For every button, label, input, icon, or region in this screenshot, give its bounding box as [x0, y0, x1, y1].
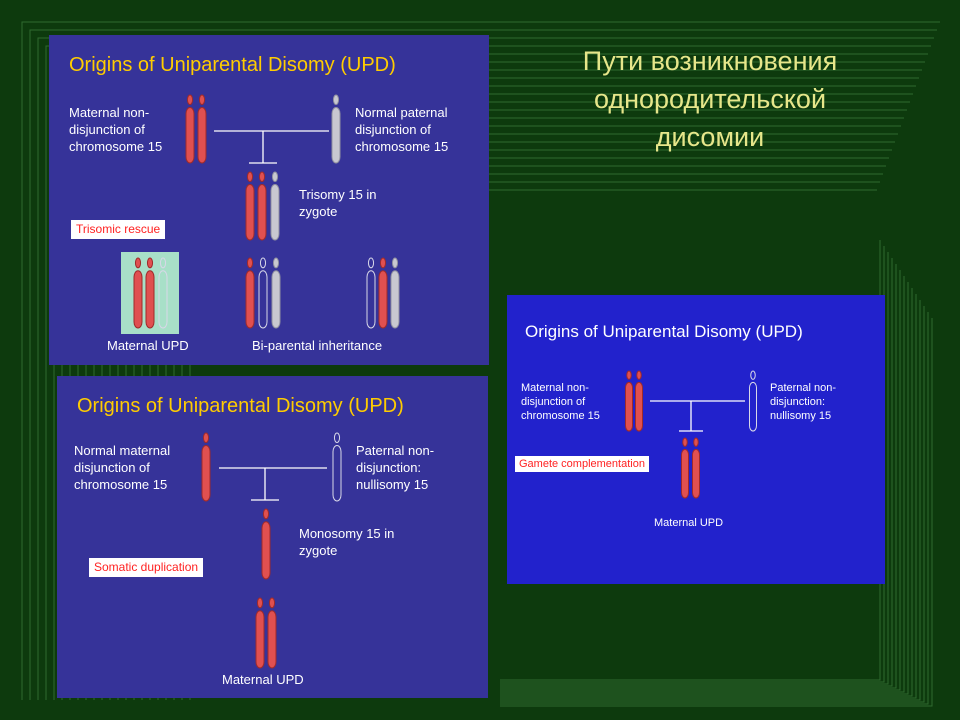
label-line: nullisomy 15 [770, 410, 832, 422]
paternal-chromosome [271, 257, 281, 329]
trisomic-rescue-diagram [133, 94, 400, 329]
maternal-chromosome [635, 370, 643, 432]
maternal-chromosome [133, 257, 143, 329]
label-line: disjunction of [355, 122, 431, 137]
empty-chromosome [366, 257, 376, 329]
empty-chromosome [749, 370, 757, 432]
maternal-chromosome [255, 597, 265, 669]
zygote-label: Monosomy 15 in zygote [299, 525, 394, 559]
label-line: Normal maternal [74, 443, 171, 458]
trisomic-rescue-tag: Trisomic rescue [71, 220, 166, 239]
background-line [500, 312, 929, 705]
background-line [29, 29, 937, 700]
outcome-maternal-upd: Maternal UPD [222, 672, 304, 687]
background-line [500, 252, 889, 685]
maternal-chromosome [378, 257, 388, 329]
label-line: Normal paternal [355, 105, 448, 120]
paternal-label: Normal paternal disjunction of chromosom… [355, 104, 448, 155]
panel-title: Origins of Uniparental Disomy (UPD) [77, 395, 404, 417]
background-line [500, 270, 901, 691]
panel-somatic-duplication: Origins of Uniparental Disomy (UPD) Norm… [57, 376, 488, 698]
slide-title-line-2: однородительской [593, 84, 827, 114]
panel-title: Origins of Uniparental Disomy (UPD) [525, 322, 803, 341]
label-line: chromosome 15 [74, 477, 168, 492]
background-line [500, 300, 921, 701]
background-line [21, 21, 940, 700]
maternal-label: Normal maternal disjunction of chromosom… [74, 442, 170, 493]
maternal-chromosome [245, 257, 255, 329]
label-line: Trisomy 15 in [299, 187, 377, 202]
paternal-label: Paternal non- disjunction: nullisomy 15 [356, 442, 434, 493]
zygote-label: Trisomy 15 in zygote [299, 186, 377, 220]
maternal-chromosome [197, 94, 207, 164]
background-line [45, 45, 931, 700]
panel-gamete-complementation: Origins of Uniparental Disomy (UPD) Mate… [507, 295, 885, 584]
maternal-chromosome [185, 94, 195, 164]
slide-title: Пути возникновения однородительской дисо… [520, 42, 900, 156]
label-line: disjunction of [521, 396, 586, 408]
maternal-chromosome [692, 437, 700, 499]
background-line [500, 258, 893, 687]
background-line [500, 282, 909, 695]
label-line: Paternal non- [770, 382, 837, 394]
maternal-chromosome [201, 432, 211, 502]
gamete-complementation-tag: Gamete complementation [515, 456, 649, 472]
label-line: chromosome 15 [521, 410, 600, 422]
label-line: chromosome 15 [69, 139, 163, 154]
paternal-chromosome [390, 257, 400, 329]
empty-chromosome [158, 257, 168, 329]
empty-chromosome [332, 432, 342, 502]
background-line [37, 37, 934, 700]
label-line: disjunction of [69, 122, 145, 137]
background-line [500, 288, 913, 697]
maternal-chromosome [245, 171, 255, 241]
maternal-chromosome [257, 171, 267, 241]
maternal-chromosome [681, 437, 689, 499]
maternal-chromosome [625, 370, 633, 432]
maternal-label: Maternal non- disjunction of chromosome … [521, 381, 600, 423]
paternal-chromosome [270, 171, 280, 241]
outcome-biparental: Bi-parental inheritance [252, 338, 383, 353]
slide-title-line-3: дисомии [655, 122, 765, 152]
label-line: Maternal non- [69, 105, 150, 120]
maternal-chromosome [145, 257, 155, 329]
empty-chromosome [258, 257, 268, 329]
label-line: chromosome 15 [355, 139, 449, 154]
label-line: Monosomy 15 in [299, 526, 395, 541]
somatic-duplication-diagram [201, 432, 342, 669]
label-line: disjunction: [770, 396, 826, 408]
background-line [500, 318, 933, 707]
outcome-maternal-upd: Maternal UPD [654, 517, 724, 529]
gamete-complementation-diagram [625, 370, 757, 499]
label-line: zygote [299, 543, 338, 558]
background-line [500, 294, 917, 699]
background-line [500, 276, 905, 693]
label-line: disjunction of [74, 460, 150, 475]
paternal-chromosome [331, 94, 341, 164]
somatic-duplication-tag: Somatic duplication [89, 558, 204, 577]
panel-trisomic-rescue: Origins of Uniparental Disomy (UPD) Mate… [49, 35, 489, 365]
label-line: nullisomy 15 [356, 477, 429, 492]
label-line: Paternal non- [356, 443, 435, 458]
background-line [500, 306, 925, 703]
paternal-label: Paternal non- disjunction: nullisomy 15 [770, 381, 836, 423]
outcome-maternal-upd: Maternal UPD [107, 338, 189, 353]
label-line: disjunction: [356, 460, 422, 475]
maternal-chromosome [267, 597, 277, 669]
maternal-label: Maternal non- disjunction of chromosome … [69, 104, 162, 155]
panel-title: Origins of Uniparental Disomy (UPD) [69, 54, 396, 76]
label-line: zygote [299, 204, 338, 219]
maternal-chromosome [261, 508, 271, 580]
background-line [500, 264, 897, 689]
slide-title-line-1: Пути возникновения [582, 46, 838, 76]
label-line: Maternal non- [521, 382, 589, 394]
